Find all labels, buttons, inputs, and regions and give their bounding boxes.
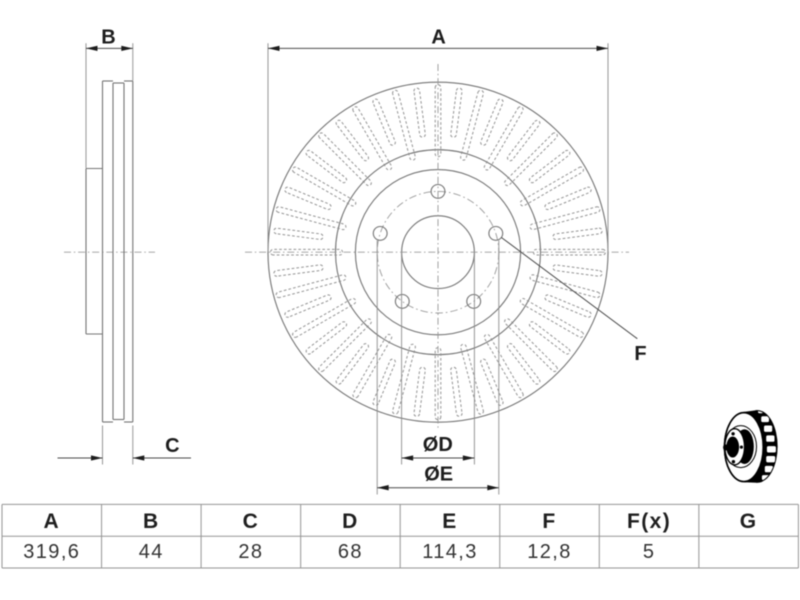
svg-text:ØE: ØE [424,463,453,485]
svg-text:G: G [740,510,758,533]
svg-text:319,6: 319,6 [23,541,80,563]
svg-text:28: 28 [238,541,263,563]
svg-text:F: F [542,510,556,533]
svg-text:F: F [634,343,646,365]
svg-text:B: B [143,510,160,533]
svg-text:68: 68 [338,541,363,563]
svg-text:ØD: ØD [423,434,453,456]
svg-text:A: A [431,27,445,49]
svg-text:E: E [442,510,457,533]
svg-text:F(x): F(x) [627,510,671,533]
svg-text:12,8: 12,8 [527,541,572,563]
svg-text:C: C [243,510,260,533]
svg-text:B: B [101,27,115,49]
svg-text:A: A [44,510,61,533]
svg-text:D: D [342,510,359,533]
svg-text:44: 44 [139,541,164,563]
svg-text:C: C [165,435,179,457]
svg-text:114,3: 114,3 [422,541,478,563]
svg-text:5: 5 [643,541,656,563]
